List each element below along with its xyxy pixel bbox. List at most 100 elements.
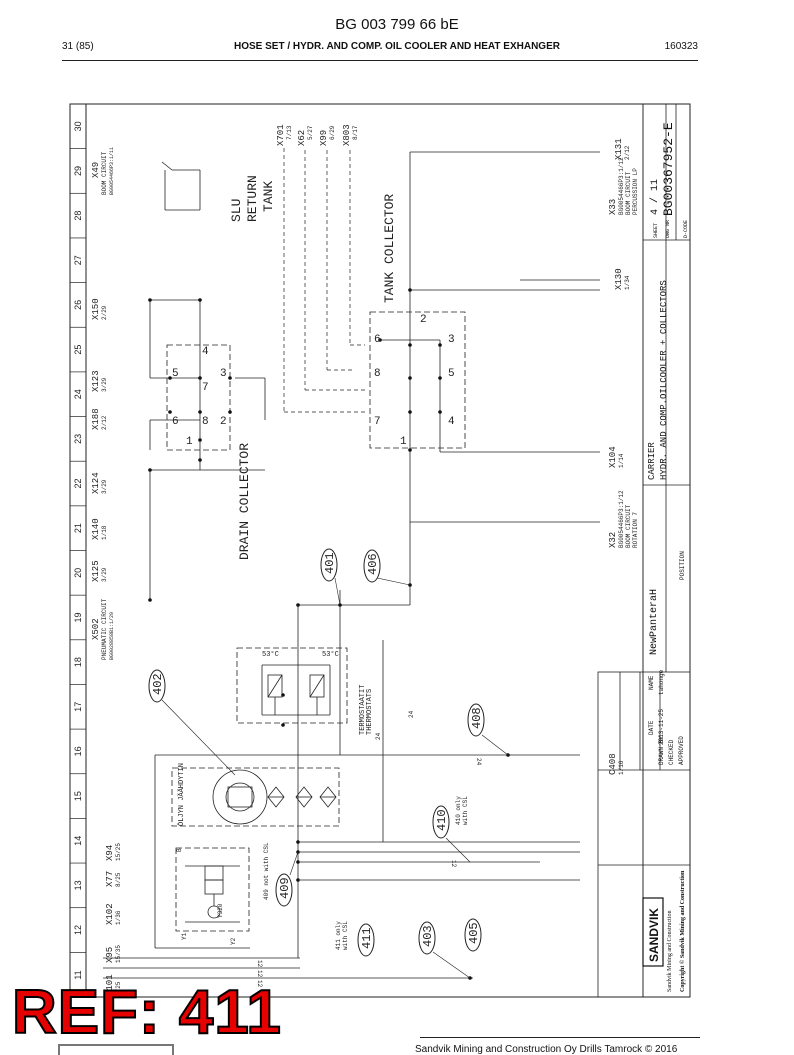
valve-y320 — [185, 865, 240, 923]
hose-size-12-a: 12 — [256, 960, 263, 968]
connector-x502-sub2: BG0028858B1:1/29 — [109, 612, 115, 660]
connector-x33-sub: BG0054466P3:1/12 — [618, 157, 625, 215]
connector-x94: X94 — [105, 845, 115, 861]
grid-number: 12 — [73, 925, 83, 935]
balloon-405: 405 — [467, 922, 481, 944]
header-rule — [62, 60, 698, 61]
connector-x32: X32 — [608, 532, 618, 548]
grid-number: 16 — [73, 746, 83, 756]
footer-copyright: Sandvik Mining and Construction Oy Drill… — [415, 1044, 678, 1055]
connector-x32-sub3: ROTATION 7 — [632, 512, 639, 548]
company-name: SANDVIK — [647, 908, 661, 962]
oil-cooler-label: ÖLJYN JÄÄHDYTIN — [177, 763, 186, 826]
name-value: tahonge — [658, 669, 665, 695]
connector-x502: X502 — [91, 618, 101, 640]
connector-x124-sub: 3/29 — [101, 479, 108, 494]
grid-number: 30 — [73, 121, 83, 131]
connector-c408: C408 — [608, 753, 618, 775]
connector-x188-sub: 2/12 — [101, 415, 108, 430]
grid-number: 27 — [73, 255, 83, 265]
grid-number: 24 — [73, 389, 83, 399]
connector-x104: X104 — [608, 446, 618, 468]
balloon-408: 408 — [470, 707, 484, 729]
connector-x130-sub: 1/34 — [624, 275, 631, 290]
hose-size-24-a: 24 — [375, 732, 382, 740]
title-block — [597, 103, 691, 998]
drain-collector-ports: 5 4 6 8 3 7 1 2 — [172, 346, 227, 448]
svg-text:2: 2 — [220, 416, 227, 428]
grid-number: 22 — [73, 479, 83, 489]
connector-x130: X130 — [614, 268, 624, 290]
svg-text:4: 4 — [448, 416, 455, 428]
connector-x102-sub: 1/36 — [115, 910, 122, 925]
connector-x33-sub3: PERCUSSION LP — [632, 168, 639, 215]
grid-number: 18 — [73, 657, 83, 667]
hose-lines — [103, 151, 600, 979]
thermostat-valves — [261, 664, 331, 716]
svg-text:7: 7 — [374, 416, 381, 428]
connector-c408-sub: 1/16 — [618, 760, 625, 775]
drawing-frame — [69, 103, 691, 998]
date-value: 2013-11-25 — [658, 709, 665, 745]
connector-x123-sub: 3/29 — [101, 377, 108, 392]
balloon-leaders — [161, 577, 509, 979]
grid-number: 23 — [73, 434, 83, 444]
grid-number: 19 — [73, 612, 83, 622]
connector-x62-sub: 5/27 — [307, 125, 314, 140]
grid-number: 15 — [73, 791, 83, 801]
slu-return-lines — [283, 148, 365, 413]
svg-text:3: 3 — [220, 368, 227, 380]
only-csl-410-a: 410 only — [455, 796, 462, 825]
page-number: 31 (85) — [62, 41, 94, 52]
hose-size-12-d: 12 — [450, 860, 457, 868]
grid-number: 11 — [73, 970, 83, 979]
thermostat-label-1: TERMOSTAATIT — [359, 685, 367, 735]
svg-text:5: 5 — [448, 368, 455, 380]
connector-x49-sub: BOOM CIRCUIT — [101, 151, 108, 195]
connector-x33: X33 — [608, 199, 618, 215]
grid-number: 28 — [73, 211, 83, 221]
y320-label: Y320 — [217, 903, 224, 918]
valve-y320-box — [175, 847, 250, 932]
connector-x502-sub: PNEUMATIC CIRCUIT — [101, 598, 108, 660]
dwg-number: BG00367952-E — [661, 122, 676, 216]
thermostat-label-2: THERMOSTATS — [366, 689, 374, 735]
drain-collector-label: DRAIN COLLECTOR — [237, 443, 252, 560]
temp-label-1: 53°C — [262, 650, 279, 659]
footer-logo — [58, 1044, 174, 1055]
connector-x102: X102 — [105, 903, 115, 925]
connector-x99-sub: 6/29 — [329, 125, 336, 140]
connector-x77: X77 — [105, 871, 115, 887]
connector-x131-sub: 2/12 — [624, 145, 631, 160]
connector-x33-sub2: BOOM CIRCUIT — [625, 171, 632, 215]
sandvik-logo — [642, 897, 664, 967]
connector-x140: X140 — [91, 518, 101, 540]
connector-x803: X803 — [342, 124, 352, 146]
project-name: NewPanteraH — [649, 589, 660, 655]
svg-text:3: 3 — [448, 334, 455, 346]
balloon-406: 406 — [366, 553, 380, 575]
connector-x188: X188 — [91, 408, 101, 430]
title-block-text: SANDVIK Sandvik Mining and Construction … — [642, 122, 689, 992]
grid-number: 29 — [73, 166, 83, 176]
slu-return-label-2: RETURN — [245, 175, 260, 222]
port-b: B — [176, 848, 183, 852]
grid-number: 13 — [73, 880, 83, 890]
grid-number: 26 — [73, 300, 83, 310]
balloon-401: 401 — [323, 552, 337, 574]
connector-x701: X701 — [276, 124, 286, 146]
grid-number: 17 — [73, 702, 83, 712]
temp-label-2: 53°C — [322, 650, 339, 659]
thermostat-box — [236, 647, 348, 724]
collector-boxes — [166, 311, 466, 932]
connector-x49-sub2: BG0054466P3:1/11 — [109, 147, 115, 195]
grid-number: 25 — [73, 345, 83, 355]
balloon-402: 402 — [151, 673, 165, 695]
connector-x32-sub: BG0054466P3:1/12 — [618, 490, 625, 548]
dwg-label: DWG NR — [665, 220, 671, 238]
svg-text:6: 6 — [172, 416, 179, 428]
drawing-description: HYDR. AND COMP.OILCOOLER + COLLECTORS — [659, 280, 669, 480]
connector-x101: X101 — [105, 974, 115, 996]
